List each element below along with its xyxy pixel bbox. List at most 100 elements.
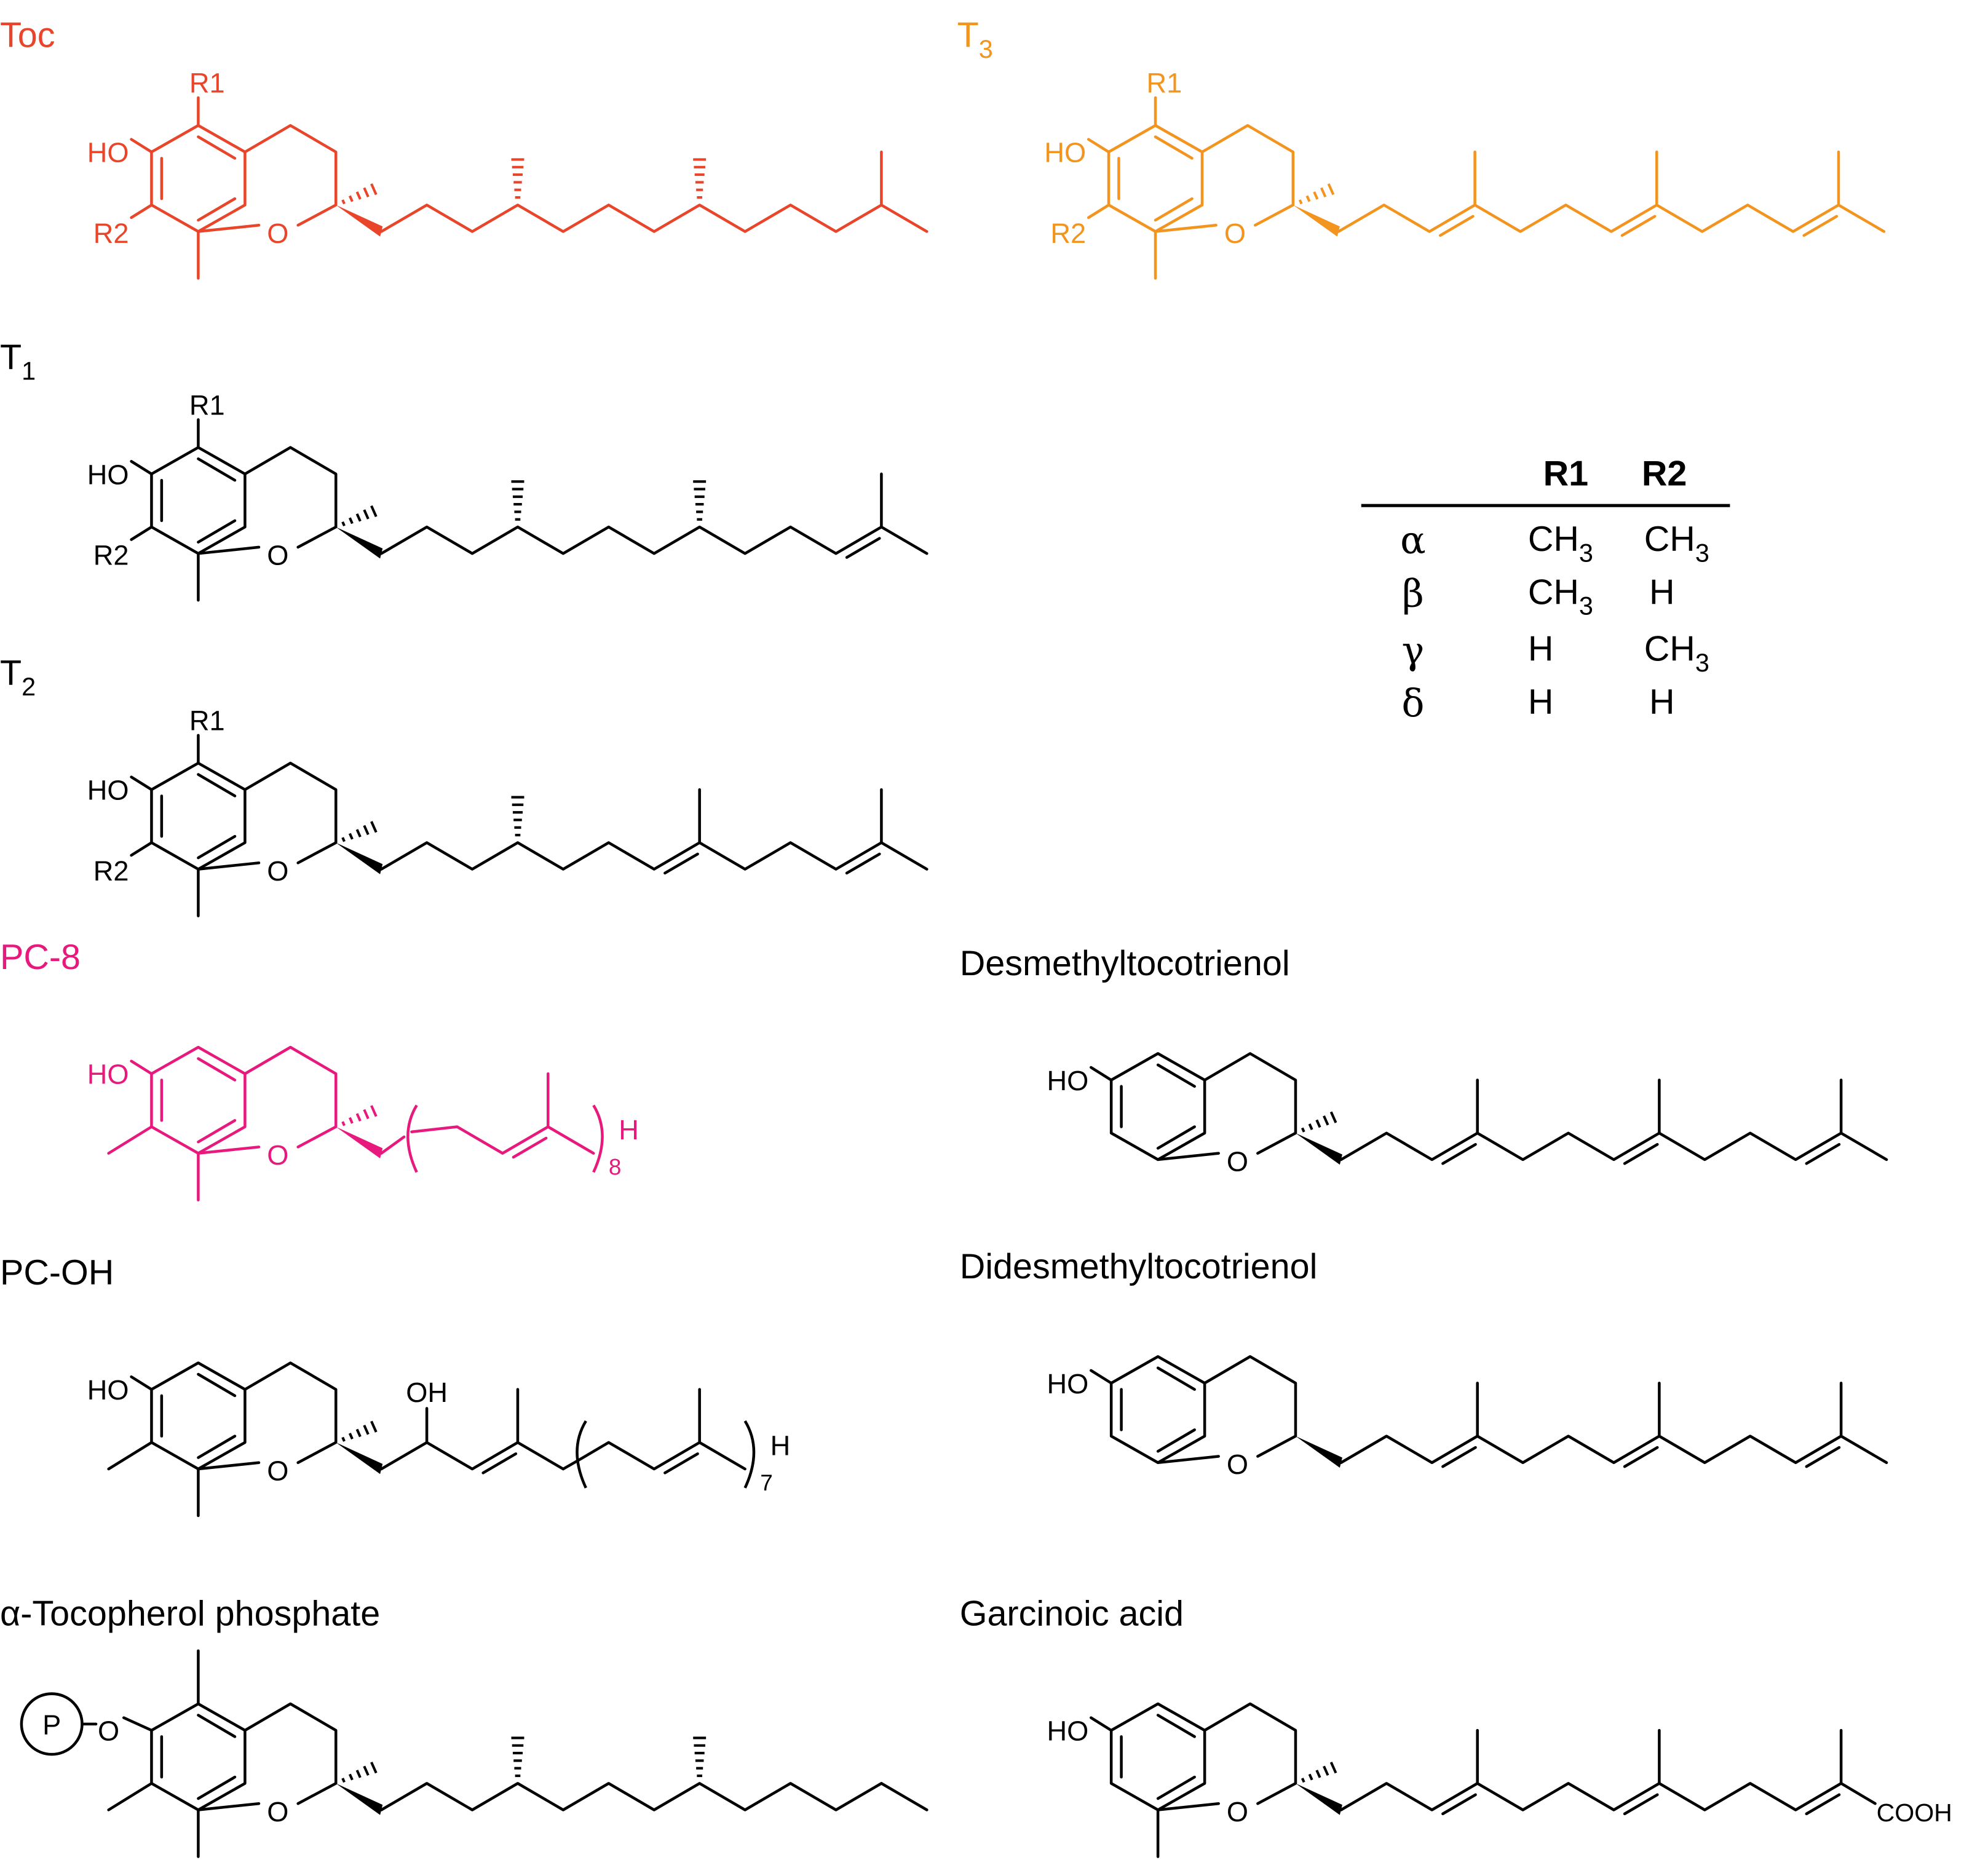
hashed-methyl [341, 1420, 378, 1442]
double-bond-inner [1623, 1793, 1659, 1816]
hash-mark [1315, 1770, 1321, 1778]
aromatic-ring [1109, 1052, 1206, 1162]
hash-mark [1320, 187, 1327, 198]
aromatic-inner-bond [197, 197, 237, 222]
isoprenoid-chain [1339, 1131, 1843, 1162]
pyran-ring [1203, 1702, 1297, 1805]
aromatic-inner-bond [1156, 1063, 1196, 1088]
hash-mark [348, 833, 354, 840]
hashed-methyl [511, 1736, 525, 1778]
pyran-ring [244, 1361, 338, 1465]
hash-mark [1329, 1762, 1337, 1774]
terminal-h-label: H [619, 1114, 639, 1146]
hash-mark [370, 505, 378, 518]
hash-mark [363, 825, 370, 836]
repeat-bracket-right [592, 1104, 604, 1173]
wedge-bond [1295, 1133, 1342, 1165]
row-label: γ [1402, 628, 1425, 673]
aromatic-inner-bond [1156, 1428, 1196, 1453]
pyran-ring-o-bond [1156, 1802, 1220, 1811]
cell-r1-subscript: 3 [1579, 539, 1593, 567]
hash-mark [355, 1770, 362, 1778]
hashed-methyl [511, 158, 525, 199]
aromatic-inner-bond [197, 1714, 237, 1738]
cell-r1-main: H [1528, 683, 1554, 722]
hash-mark [1323, 1115, 1329, 1126]
double-bond-inner [663, 1452, 699, 1474]
r2-bond [130, 525, 153, 541]
cell-r1-subscript: 3 [1579, 592, 1593, 620]
compound-name-subscript: 1 [22, 357, 36, 386]
phosphate-circle [20, 1692, 84, 1756]
r2-label: R2 [93, 540, 129, 571]
hydroxyl-label: HO [87, 137, 129, 168]
hash-mark [1313, 191, 1319, 200]
cell-r2-main: H [1649, 683, 1675, 722]
wedge-bond [336, 842, 383, 874]
compound-name: Garcinoic acid [960, 1594, 1184, 1634]
hashed-methyl [341, 183, 378, 205]
wedge-bond [1293, 205, 1340, 237]
double-bond-inner [481, 1452, 518, 1474]
compound-name: Desmethyltocotrienol [960, 944, 1290, 983]
ring-oxygen-label: O [267, 1139, 288, 1171]
methyl-bond [107, 1782, 153, 1811]
carboxyl-label: COOH [1877, 1799, 1952, 1827]
chain-end [880, 1782, 929, 1811]
hashed-methyl [341, 1762, 378, 1783]
hydroxyl-label: HO [87, 1374, 129, 1406]
hashed-methyl [511, 480, 525, 521]
hash-mark [1301, 1127, 1305, 1133]
double-bond-inner [1441, 1446, 1477, 1468]
aromatic-ring [1109, 1702, 1206, 1811]
r2-label: R2 [93, 218, 129, 249]
aromatic-ring [1107, 124, 1204, 233]
cell-r2-subscript: 3 [1695, 649, 1709, 677]
hydroxyl-label: HO [87, 459, 129, 490]
side-hydroxyl-label: OH [406, 1377, 448, 1408]
hydroxyl-bond [130, 1059, 153, 1075]
repeat-bracket-right [743, 1420, 756, 1489]
hash-mark [341, 1778, 346, 1783]
aromatic-inner-bond [197, 1057, 237, 1082]
wedge-bond [336, 1783, 383, 1815]
aromatic-inner-bond [1154, 197, 1194, 222]
aromatic-inner-bond [197, 1372, 237, 1398]
hash-mark [363, 187, 370, 198]
pyran-ring-o-bond [197, 1146, 261, 1155]
double-bond-inner [1623, 1446, 1659, 1468]
isoprenoid-chain [379, 1782, 883, 1811]
isoprenoid-chain [379, 525, 883, 555]
ring-oxygen-label: O [1227, 1796, 1248, 1827]
aromatic-inner-bond [197, 834, 237, 860]
cell-r1: CH3 [1528, 572, 1593, 620]
r1-label: R1 [1147, 68, 1182, 99]
ring-oxygen-label: O [267, 1796, 288, 1827]
hash-mark [363, 509, 370, 520]
compound-name-main: T [957, 16, 979, 55]
hydroxyl-bond [1090, 1716, 1113, 1732]
hashed-methyl [1298, 183, 1335, 205]
double-bond-inner [1441, 1142, 1477, 1165]
aromatic-ring [150, 1045, 247, 1155]
cell-r1-main: CH [1528, 572, 1579, 612]
pyran-ring-o-bond [197, 1461, 261, 1471]
double-bond-inner [663, 852, 699, 875]
hash-mark [1308, 1773, 1313, 1781]
wedge-bond [336, 1126, 383, 1158]
r1-label: R1 [189, 389, 225, 421]
compound-name-subscript: 2 [22, 673, 36, 701]
hash-mark [348, 517, 354, 524]
double-bond-inner [512, 1136, 548, 1159]
pyran-ring [1200, 124, 1295, 227]
r2-label: R2 [1050, 218, 1086, 249]
row-label: δ [1401, 681, 1424, 726]
chain-end [880, 525, 929, 555]
hash-mark [355, 829, 362, 837]
